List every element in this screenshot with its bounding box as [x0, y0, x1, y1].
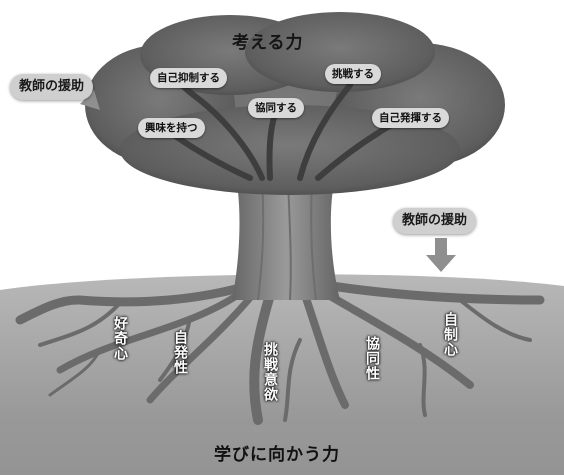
teacher-support-left: 教師の援助	[10, 74, 94, 100]
root-item-self-control: 自制心	[442, 312, 458, 357]
crown-item-interest: 興味を持つ	[138, 118, 205, 138]
trunk	[222, 160, 350, 300]
root-item-spontaneity: 自発性	[172, 330, 188, 375]
crown-item-self-expression: 自己発揮する	[372, 108, 449, 128]
roots	[15, 280, 545, 425]
crown-item-challenge: 挑戦する	[325, 64, 381, 84]
crown-item-self-control: 自己抑制する	[150, 68, 227, 88]
crown-item-cooperate: 協同する	[248, 98, 304, 118]
ground	[0, 274, 564, 475]
bottom-title: 学びに向かう力	[214, 445, 340, 465]
right-arrow	[426, 238, 456, 272]
root-item-cooperativeness: 協同性	[364, 336, 380, 381]
top-title: 考える力	[232, 33, 304, 53]
teacher-support-right: 教師の援助	[393, 208, 477, 234]
trunk-lines	[257, 179, 317, 301]
ground-bottom-band	[0, 425, 564, 475]
root-item-challenge-spirit: 挑戦意欲	[262, 342, 278, 402]
root-item-curiosity: 好奇心	[112, 316, 128, 361]
